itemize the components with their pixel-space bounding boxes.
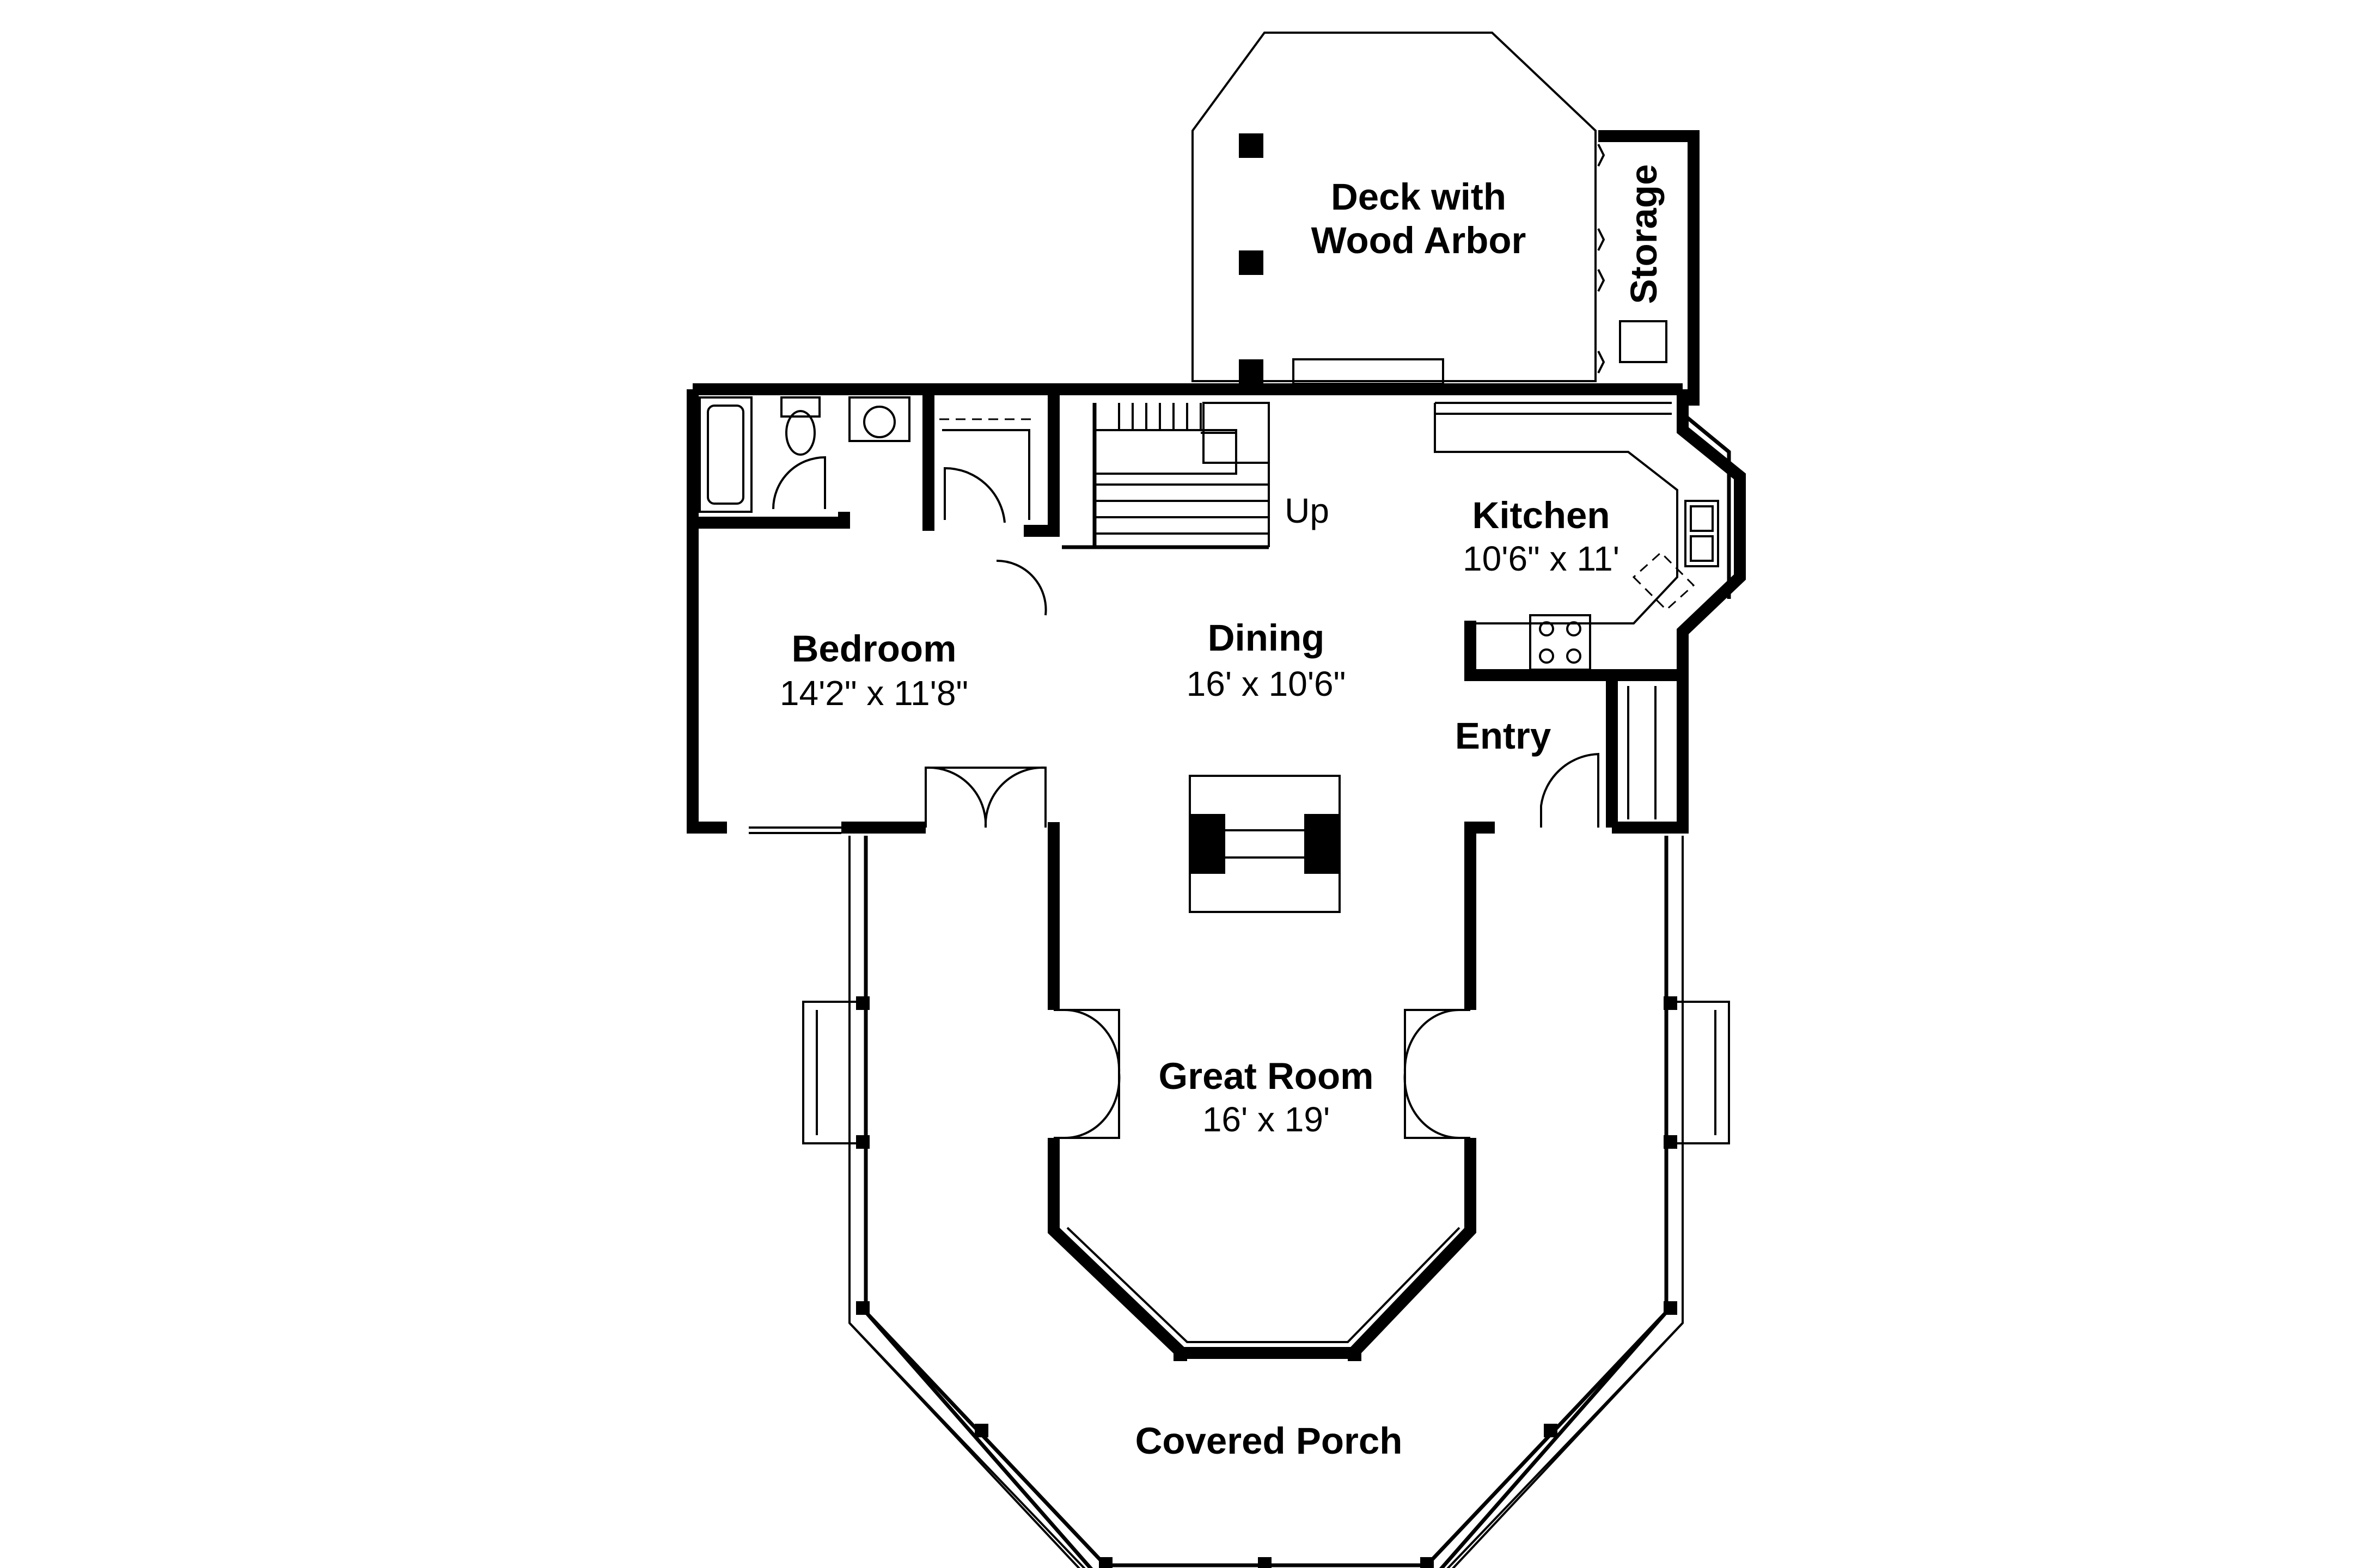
- porch-post: [1664, 1301, 1677, 1315]
- stairs: Up: [1062, 402, 1329, 549]
- entry: Entry: [1455, 678, 1657, 828]
- stairs-up-label: Up: [1285, 491, 1329, 530]
- porch-post: [856, 1301, 870, 1315]
- covered-porch-label: Covered Porch: [1135, 1420, 1403, 1462]
- bedroom-label: Bedroom: [792, 628, 957, 670]
- kitchen-label: Kitchen: [1472, 494, 1610, 536]
- deck-label-line1: Deck with: [1331, 176, 1506, 218]
- bedroom: Bedroom 14'2" x 11'8": [749, 628, 1047, 834]
- storage-water-heater: [1619, 320, 1667, 363]
- porch-post: [1174, 1347, 1187, 1361]
- deck-label-line2: Wood Arbor: [1311, 219, 1526, 261]
- dining-label: Dining: [1208, 617, 1325, 659]
- deck-post: [1239, 250, 1263, 275]
- deck-post: [1239, 133, 1263, 158]
- porch-post: [1258, 1557, 1272, 1568]
- porch-post: [1664, 1135, 1677, 1149]
- porch-post: [1664, 996, 1677, 1010]
- great-room-dimensions: 16' x 19': [1202, 1100, 1330, 1139]
- porch-post: [1420, 1557, 1434, 1568]
- exterior-walls: [687, 383, 1746, 1359]
- kitchen-dimensions: 10'6" x 11': [1463, 539, 1619, 578]
- dining-dimensions: 16' x 10'6": [1187, 664, 1346, 703]
- great-room-label: Great Room: [1159, 1055, 1374, 1097]
- storage-label: Storage: [1623, 164, 1665, 304]
- kitchen-sink-icon: [1684, 500, 1719, 567]
- porch-post: [1099, 1557, 1113, 1568]
- bathroom: [693, 389, 934, 531]
- covered-porch: Covered Porch: [802, 836, 1730, 1568]
- porch-post: [975, 1424, 988, 1437]
- dining: Dining 16' x 10'6": [1187, 617, 1346, 913]
- porch-post: [1348, 1347, 1361, 1361]
- closet: [939, 389, 1060, 616]
- kitchen: Kitchen 10'6" x 11': [1434, 402, 1719, 681]
- bathtub-icon: [699, 396, 753, 513]
- deck-post: [1239, 359, 1263, 384]
- toilet-icon: [780, 396, 821, 418]
- range-icon: [1529, 614, 1591, 671]
- deck-area: Deck with Wood Arbor: [1191, 32, 1597, 385]
- great-room: Great Room 16' x 19': [1054, 1008, 1470, 1343]
- porch-post: [856, 1135, 870, 1149]
- entry-label: Entry: [1455, 715, 1551, 757]
- porch-post: [1544, 1424, 1557, 1437]
- bedroom-dimensions: 14'2" x 11'8": [780, 673, 968, 713]
- storage-room: Storage: [1597, 130, 1700, 406]
- sink-icon: [848, 396, 910, 442]
- porch-post: [856, 996, 870, 1010]
